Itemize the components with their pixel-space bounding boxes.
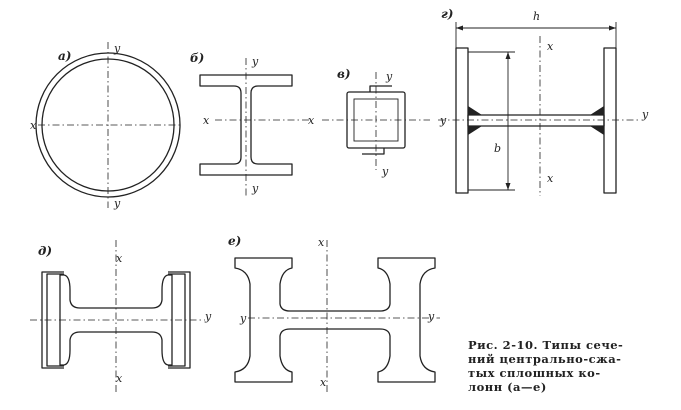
caption-line-4: лонн (а—е) xyxy=(468,380,547,394)
axis-y-top-v: y xyxy=(385,70,393,83)
axis-x-v: x xyxy=(308,114,315,127)
section-a-circular-tube: а) y y x xyxy=(30,42,182,210)
section-d-reinforced-i: д) x x y xyxy=(30,240,212,392)
label-d: д) xyxy=(38,244,52,258)
section-g-wide-h: г) h b x x y y xyxy=(438,7,649,196)
axis-x-bottom-e: x xyxy=(320,376,327,389)
axis-x-bottom-d: x xyxy=(116,372,123,385)
axis-y-right-g: y xyxy=(641,108,649,121)
axis-y-d: y xyxy=(204,310,212,323)
axis-x-a: x xyxy=(30,119,37,132)
label-v: в) xyxy=(337,67,351,81)
axis-y-bottom-b: y xyxy=(251,182,259,195)
axis-y-bottom-a: y xyxy=(113,197,121,210)
caption-line-1: Рис. 2-10. Типы сече- xyxy=(468,338,624,352)
section-b-i-beam: б) y y x xyxy=(190,51,310,198)
axis-y-left-e: y xyxy=(239,312,247,325)
axis-x-b: x xyxy=(203,114,210,127)
caption-line-2: ний центрально-сжа- xyxy=(468,352,622,366)
label-e: е) xyxy=(228,234,241,248)
caption-line-3: тых сплошных ко- xyxy=(468,366,601,380)
axis-y-right-e: y xyxy=(427,310,435,323)
figure-caption: Рис. 2-10. Типы сече- ний центрально-сжа… xyxy=(468,338,668,394)
label-g: г) xyxy=(441,7,453,21)
section-v-box: в) y y x xyxy=(308,67,430,178)
axis-y-top-b: y xyxy=(251,55,259,68)
dimension-h: h xyxy=(533,10,540,23)
axis-y-left-g: y xyxy=(439,114,447,127)
axis-y-top-a: y xyxy=(113,42,121,55)
axis-x-top-g: x xyxy=(547,40,554,53)
axis-x-top-e: x xyxy=(318,236,325,249)
axis-x-top-d: x xyxy=(116,252,123,265)
section-e-composite-h: е) x x y y xyxy=(228,234,440,392)
axis-y-bottom-v: y xyxy=(381,165,389,178)
axis-x-bottom-g: x xyxy=(547,172,554,185)
label-b: б) xyxy=(190,51,204,65)
dimension-b: b xyxy=(494,142,501,155)
label-a: а) xyxy=(58,49,71,63)
